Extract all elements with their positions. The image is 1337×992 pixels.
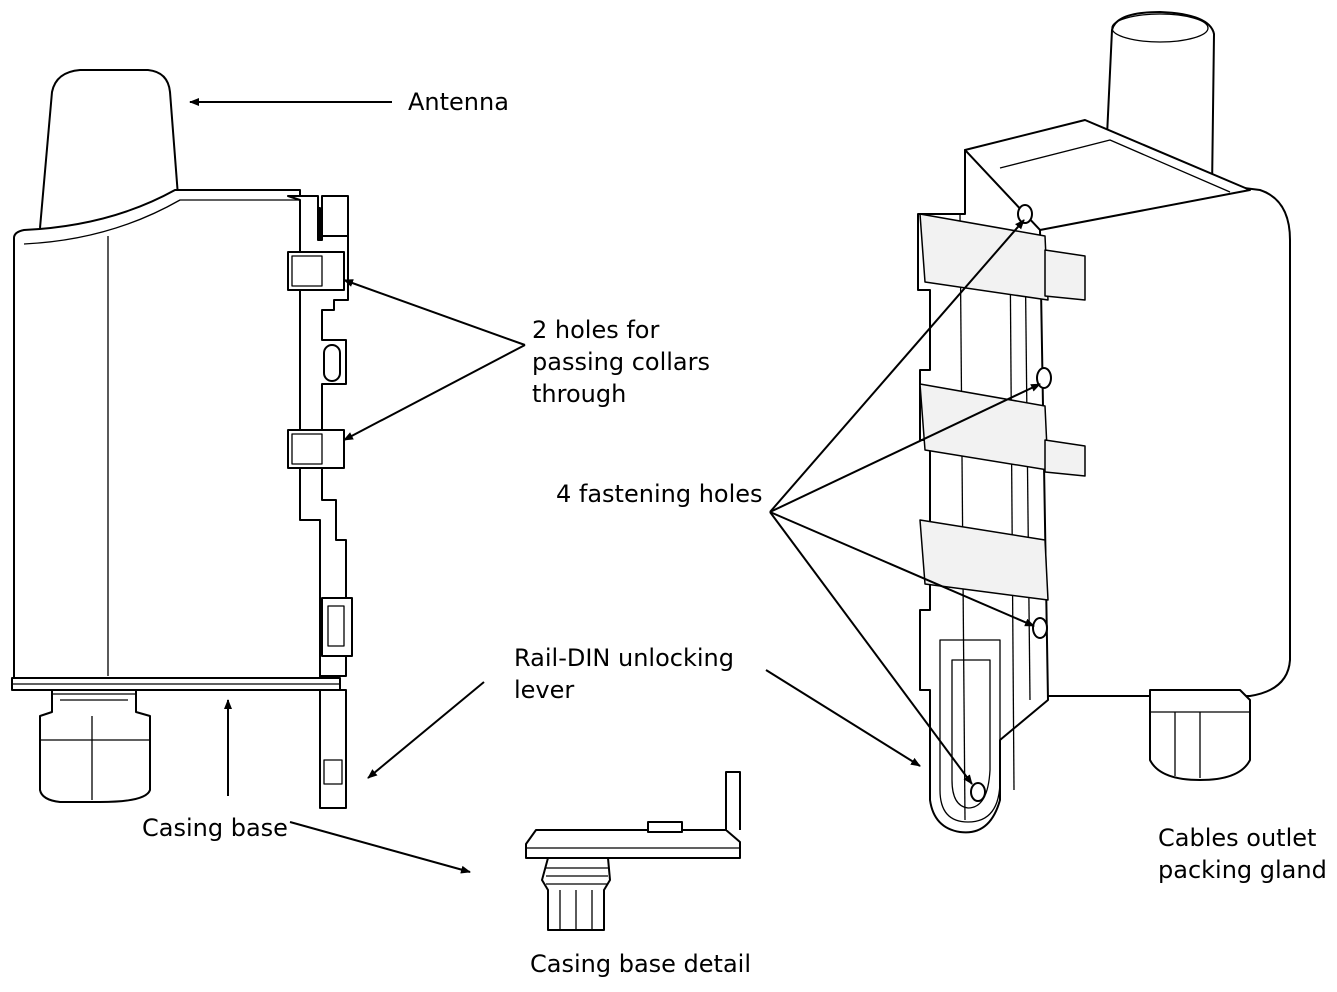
label-collar-holes: 2 holes for passing collars through [532,314,710,410]
side-view-device [11,69,353,809]
label-rail-din-line-1: Rail-DIN unlocking [514,644,734,672]
side-antenna [39,69,179,229]
perspective-device [917,11,1291,834]
persp-body-side [1029,179,1291,697]
label-casing-base: Casing base [142,814,288,842]
label-antenna: Antenna [408,88,509,116]
fastening-hole-4 [970,782,986,802]
leader-lines [189,98,1041,874]
collar-hole-upper [287,251,345,291]
label-fastening-holes: 4 fastening holes [556,480,763,508]
label-cables-outlet-line-1: Cables outlet [1158,824,1317,852]
fastening-hole-1 [1017,204,1033,224]
label-collar-holes-line-2: passing collars [532,348,710,376]
label-collar-holes-line-1: 2 holes for [532,316,660,344]
persp-rail [917,149,1049,834]
collar-hole-lower [287,429,345,469]
fastening-hole-3 [1032,617,1048,639]
side-body [13,189,321,679]
label-cables-outlet-line-2: packing gland [1158,856,1327,884]
label-casing-base-detail: Casing base detail [530,950,752,978]
label-rail-din-lever: Rail-DIN unlocking lever [514,642,734,706]
fastening-hole-2 [1036,367,1052,389]
casing-base-detail-drawing [525,771,741,931]
persp-din-lever [939,639,1001,823]
label-cables-outlet: Cables outlet packing gland [1158,822,1327,886]
label-rail-din-line-2: lever [514,676,575,704]
side-cable-gland [39,689,151,803]
label-collar-holes-line-3: through [532,380,627,408]
side-din-lever [319,689,347,809]
